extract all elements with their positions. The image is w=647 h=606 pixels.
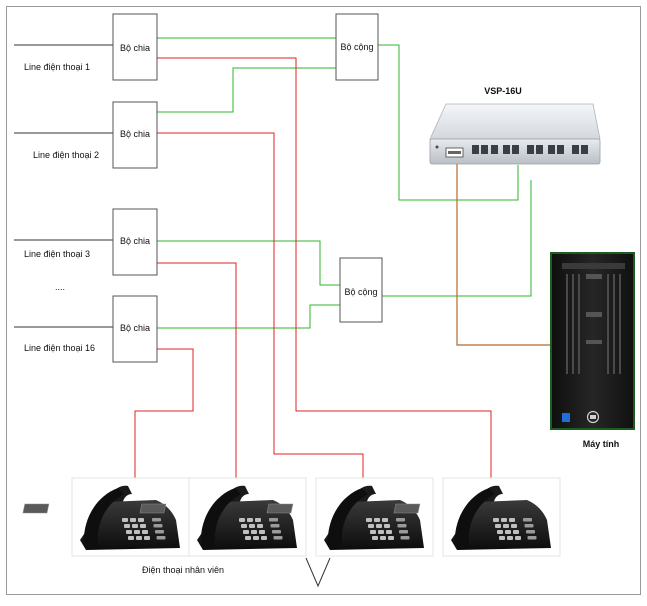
red-wire-s1-phone4 xyxy=(157,57,492,492)
red-wire-s3-phone2 xyxy=(157,262,237,492)
employee-phone-4 xyxy=(393,477,561,557)
power-led-icon xyxy=(435,145,439,149)
green-wire-s4-c2 xyxy=(157,304,340,329)
recorder-device xyxy=(429,103,601,165)
line-label-16: Line điện thoại 16 xyxy=(24,343,95,353)
splitter-3: Bộ chia xyxy=(112,208,158,276)
splitter-2-label: Bộ chia xyxy=(120,129,150,139)
computer-label: Máy tính xyxy=(583,439,620,449)
phones-bracket xyxy=(305,557,331,588)
brand-logo-icon xyxy=(586,410,600,424)
windows-sticker-icon xyxy=(562,413,570,422)
green-wire-c1-vsp xyxy=(378,44,519,201)
combiner-1-label: Bộ cộng xyxy=(340,42,373,52)
combiner-2: Bộ cộng xyxy=(339,257,383,323)
outer-frame xyxy=(6,6,641,595)
splitter-2: Bộ chia xyxy=(112,101,158,169)
splitter-1: Bộ chia xyxy=(112,13,158,81)
phones-group xyxy=(22,477,561,557)
usb-cable xyxy=(456,163,580,346)
splitter-4: Bộ chia xyxy=(112,295,158,363)
employee-phone-1 xyxy=(22,477,190,557)
green-wire-s2-c1 xyxy=(157,67,336,113)
red-wire-s2-phone3 xyxy=(157,132,364,492)
green-wires xyxy=(157,37,532,329)
red-wire-s4-phone1 xyxy=(134,348,194,492)
green-wire-c2-vsp xyxy=(382,180,532,297)
splitter-3-label: Bộ chia xyxy=(120,236,150,246)
splitter-1-label: Bộ chia xyxy=(120,43,150,53)
green-wire-s3-c2 xyxy=(157,240,340,286)
phones-caption: Điện thoại nhân viên xyxy=(142,565,224,575)
recorder-title: VSP-16U xyxy=(484,86,522,96)
lines-ellipsis: .... xyxy=(55,282,65,292)
line-label-1: Line điện thoại 1 xyxy=(24,62,90,72)
incoming-lines xyxy=(14,44,113,328)
red-wires xyxy=(134,57,492,492)
combiner-1: Bộ cộng xyxy=(335,13,379,81)
line-label-2: Line điện thoại 2 xyxy=(33,150,99,160)
combiner-2-label: Bộ cộng xyxy=(344,287,377,297)
computer-tower xyxy=(550,252,635,430)
splitter-4-label: Bộ chia xyxy=(120,323,150,333)
rj11-ports xyxy=(472,145,588,154)
line-label-3: Line điện thoại 3 xyxy=(24,249,90,259)
